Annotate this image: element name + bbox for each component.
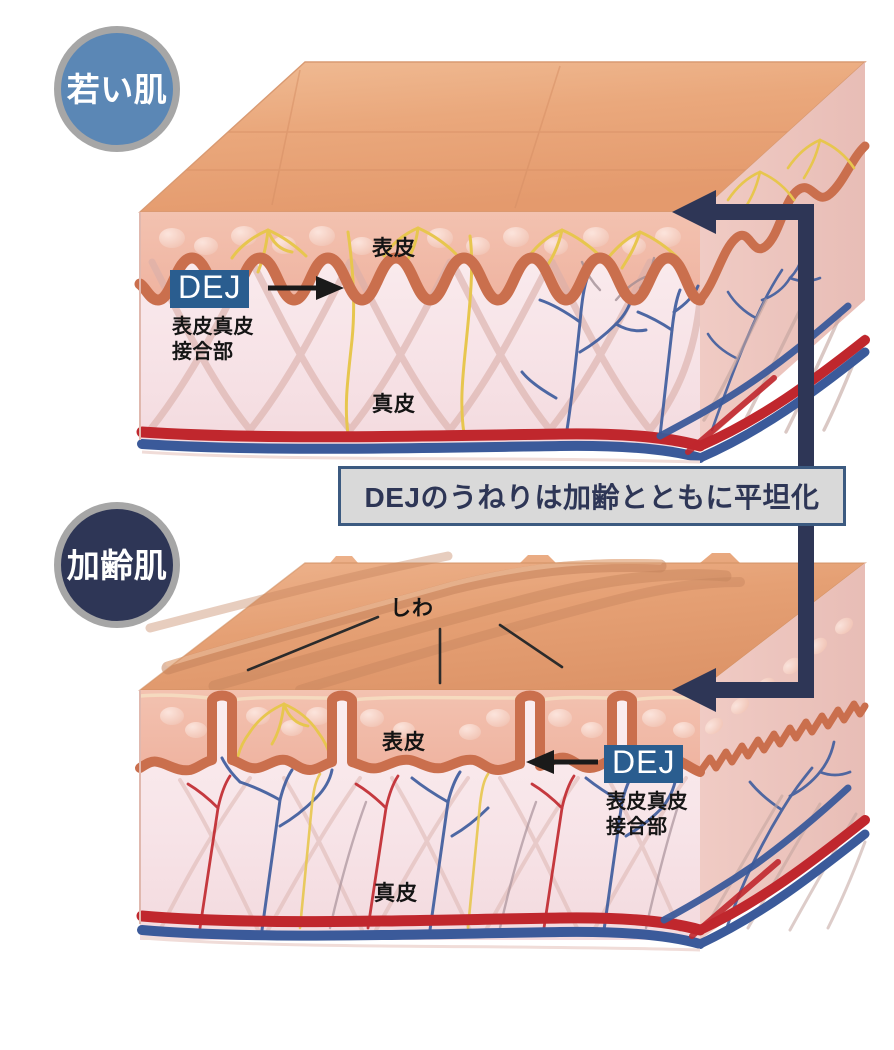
aged-wrinkle-grooves xyxy=(145,551,745,695)
dej-tag-aged: DEJ xyxy=(604,745,684,783)
callout-box: DEJのうねりは加齢とともに平坦化 xyxy=(338,466,846,526)
young-skin-block xyxy=(134,61,870,464)
aged-collagen-fibers xyxy=(158,776,688,932)
young-dej-side xyxy=(695,141,870,305)
young-skin-surface xyxy=(140,62,865,212)
comparison-connector-bracket xyxy=(672,190,814,712)
aged-dej-line xyxy=(135,690,705,777)
badge-aged-skin: 加齢肌 xyxy=(54,502,180,628)
badge-aged-label: 加齢肌 xyxy=(66,546,168,584)
aged-block-right-face xyxy=(700,563,865,940)
label-wrinkle: しわ xyxy=(390,597,434,620)
label-dermis-aged: 真皮 xyxy=(374,882,418,905)
aged-epidermal-cells xyxy=(160,707,695,740)
young-dej-pointer-arrow xyxy=(268,276,344,300)
connector-arrowhead-young xyxy=(672,190,716,234)
young-dermal-vessels xyxy=(520,274,700,438)
aged-skin-block xyxy=(135,551,870,952)
label-epidermis-young: 表皮 xyxy=(372,237,416,260)
aged-basal-vessels xyxy=(136,784,870,949)
badge-young-skin: 若い肌 xyxy=(54,26,180,152)
callout-text: DEJのうねりは加齢とともに平坦化 xyxy=(364,482,820,513)
label-epidermis-aged: 表皮 xyxy=(382,731,426,754)
aged-dej-pointer-arrow xyxy=(526,750,598,774)
connector-arrowhead-aged xyxy=(672,668,716,712)
wrinkle-leader-lines xyxy=(246,615,564,685)
dej-subtitle-aged: 表皮真皮 接合部 xyxy=(606,791,688,838)
badge-young-label: 若い肌 xyxy=(66,70,168,108)
aged-dej-side xyxy=(696,700,869,776)
dej-subtitle-young: 表皮真皮 接合部 xyxy=(172,316,254,363)
label-dermis-young: 真皮 xyxy=(372,393,416,416)
aged-skin-surface xyxy=(140,553,865,690)
dej-tag-young: DEJ xyxy=(170,270,250,308)
young-basal-vessels xyxy=(136,302,870,463)
